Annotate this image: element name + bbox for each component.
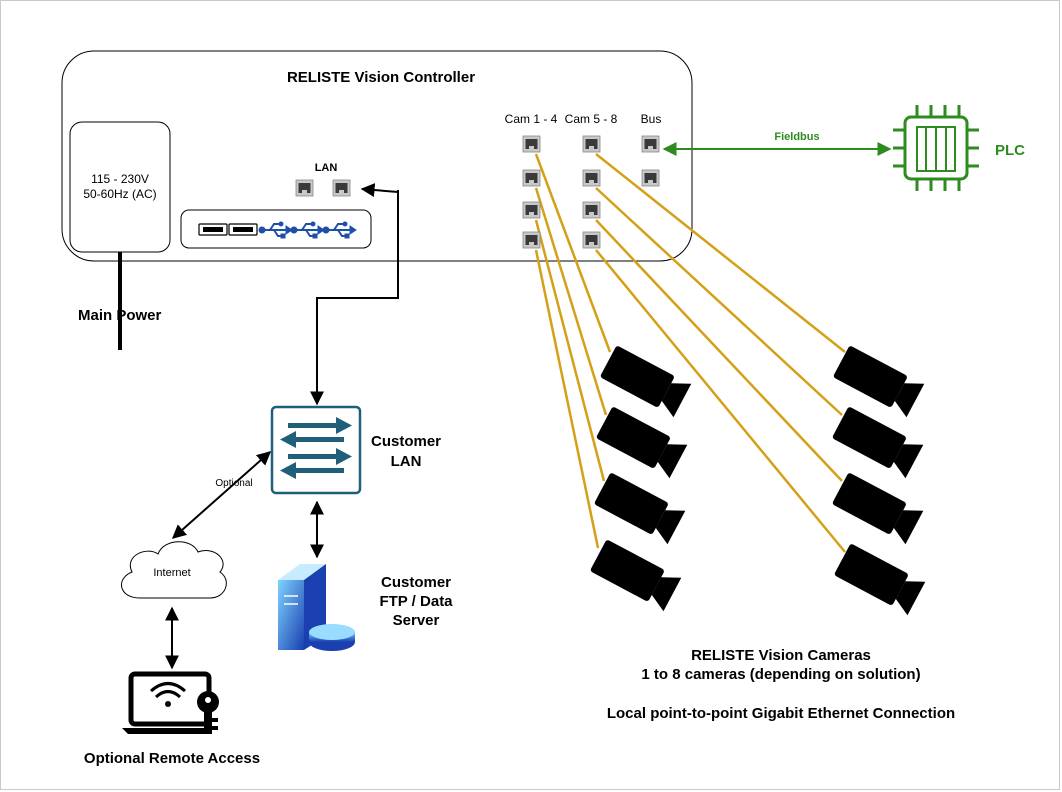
- cameras-title: RELISTE Vision Cameras: [691, 647, 871, 664]
- usb-icon: [322, 221, 357, 239]
- camera-port-7[interactable]: [582, 201, 601, 219]
- customer-lan-label-1: Customer: [371, 433, 441, 450]
- lan-port-2[interactable]: [332, 179, 351, 197]
- cameras-subtitle: 1 to 8 cameras (depending on solution): [641, 666, 920, 683]
- cam-group-2-label: Cam 5 - 8: [565, 112, 618, 126]
- customer-server-label-2: FTP / Data: [379, 593, 453, 610]
- lan-to-switch-link: [316, 190, 399, 403]
- internet-label: Internet: [153, 567, 190, 579]
- customer-server-label-3: Server: [393, 612, 440, 629]
- laptop-key-icon: [122, 671, 219, 734]
- camera-cable: [595, 219, 843, 482]
- camera-icon: [599, 344, 692, 418]
- camera-port-8[interactable]: [582, 231, 601, 249]
- camera-cable: [534, 187, 608, 416]
- bus-port-1[interactable]: [641, 135, 660, 153]
- cameras: [589, 344, 926, 616]
- lan-arrow: [360, 183, 399, 198]
- camera-port-3[interactable]: [522, 201, 541, 219]
- camera-cable: [595, 153, 846, 353]
- camera-port-1[interactable]: [522, 135, 541, 153]
- plc-chip-icon: [893, 105, 979, 191]
- main-power-label: Main Power: [78, 307, 162, 324]
- internet-to-switch-link: [171, 451, 272, 539]
- optional-label: Optional: [215, 478, 252, 489]
- camera-icon: [831, 405, 924, 479]
- plc-label: PLC: [995, 142, 1025, 159]
- usb-icon: [290, 221, 325, 239]
- camera-cable: [534, 153, 612, 353]
- camera-icon: [832, 344, 925, 418]
- controller-title: RELISTE Vision Controller: [287, 69, 475, 86]
- camera-icon: [589, 538, 682, 612]
- cloud-icon: [121, 541, 227, 599]
- usb-ports: [258, 221, 357, 239]
- lan-port-1[interactable]: [295, 179, 314, 197]
- camera-cable: [534, 249, 600, 549]
- network-switch-icon: [270, 405, 362, 495]
- hdmi-icon: [228, 223, 258, 236]
- camera-cables: [534, 153, 846, 553]
- power-supply-voltage: 115 - 230V: [91, 172, 149, 186]
- camera-port-6[interactable]: [582, 169, 601, 187]
- lan-port-label: LAN: [315, 162, 338, 174]
- hdmi-icon: [198, 223, 228, 236]
- customer-server-label-1: Customer: [381, 574, 451, 591]
- remote-access-label: Optional Remote Access: [84, 750, 260, 767]
- fieldbus-label: Fieldbus: [774, 131, 819, 143]
- usb-icon: [258, 221, 293, 239]
- server-icon: [278, 564, 355, 651]
- cam-group-1-label: Cam 1 - 4: [505, 112, 558, 126]
- bus-label: Bus: [641, 112, 662, 126]
- power-supply-frequency: 50-60Hz (AC): [83, 187, 156, 201]
- camera-port-5[interactable]: [582, 135, 601, 153]
- camera-cable: [595, 187, 843, 416]
- camera-icon: [593, 471, 686, 545]
- camera-cable: [534, 219, 606, 482]
- camera-port-2[interactable]: [522, 169, 541, 187]
- cameras-connection-note: Local point-to-point Gigabit Ethernet Co…: [607, 705, 955, 722]
- camera-port-4[interactable]: [522, 231, 541, 249]
- camera-cable: [595, 249, 846, 553]
- camera-icon: [831, 471, 924, 545]
- camera-icon: [833, 542, 926, 616]
- bus-port-2[interactable]: [641, 169, 660, 187]
- customer-lan-label-2: LAN: [391, 453, 422, 470]
